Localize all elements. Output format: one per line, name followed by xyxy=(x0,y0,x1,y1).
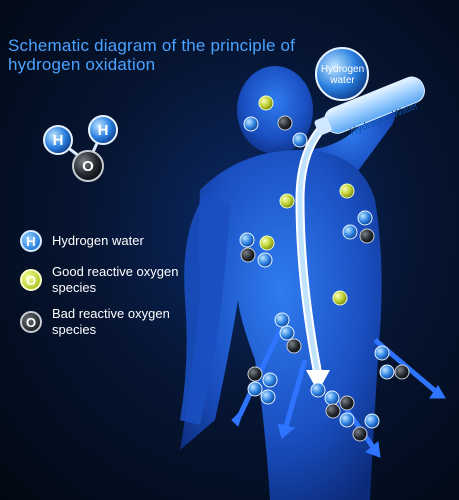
hydrogen-atom-icon xyxy=(43,125,73,155)
good-species-marker xyxy=(279,193,295,209)
legend-item-good: O Good reactive oxygen species xyxy=(20,264,202,296)
hydrogen-icon: H xyxy=(20,230,42,252)
legend-item-bad: O Bad reactive oxygen species xyxy=(20,306,202,338)
legend-label-hydrogen: Hydrogen water xyxy=(52,233,144,248)
hydrogen-atom-icon xyxy=(88,115,118,145)
oxygen-atom-icon xyxy=(72,150,104,182)
good-species-marker xyxy=(332,290,348,306)
legend-label-good: Good reactive oxygen species xyxy=(52,264,179,295)
good-oxygen-icon: O xyxy=(20,269,42,291)
water-bottle xyxy=(314,76,425,136)
hydrogen-water-bubble xyxy=(315,47,369,101)
water-stream-arrow xyxy=(295,120,330,392)
bad-species-markers xyxy=(240,115,410,442)
diagram-title: Schematic diagram of the principle of hy… xyxy=(8,36,296,74)
hydrogen-markers xyxy=(239,116,395,429)
bad-oxygen-icon: O xyxy=(20,311,42,333)
molecule-center: O xyxy=(82,158,94,175)
molecule-atom2: H xyxy=(98,122,109,139)
good-species-marker xyxy=(339,183,355,199)
legend-label-bad: Bad reactive oxygen species xyxy=(52,306,170,337)
molecule-atom1: H xyxy=(53,132,64,149)
water-molecule xyxy=(43,115,118,182)
good-species-marker xyxy=(258,95,274,111)
particles xyxy=(239,95,410,442)
good-species-marker xyxy=(259,235,275,251)
legend-item-hydrogen: H Hydrogen water xyxy=(20,230,202,252)
bubble-label: Hydrogen water xyxy=(320,64,365,86)
